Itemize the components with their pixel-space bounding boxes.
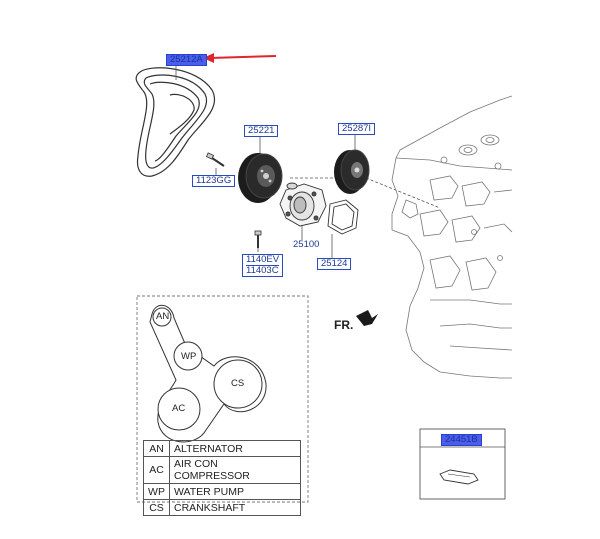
front-direction-label: FR. bbox=[334, 318, 354, 332]
legend-code: WP bbox=[143, 483, 170, 500]
legend-code: CS bbox=[143, 499, 170, 516]
callout-belt[interactable]: 25212A bbox=[166, 54, 207, 66]
callout-bolt-b[interactable]: 1140EV 11403C bbox=[242, 254, 284, 277]
front-direction-arrow bbox=[356, 310, 378, 326]
engine-block bbox=[391, 95, 513, 379]
callout-tensioner[interactable]: 25287I bbox=[338, 123, 376, 135]
legend-row: AC AIR CON COMPRESSOR bbox=[143, 456, 301, 484]
pulley-legend-table: AN ALTERNATOR AC AIR CON COMPRESSOR WP W… bbox=[143, 440, 301, 516]
bolt-1140ev bbox=[254, 230, 262, 248]
callout-idler-pulley[interactable]: 25221 bbox=[244, 125, 279, 137]
water-pump-gasket bbox=[327, 199, 359, 235]
pulley-label-wp: WP bbox=[181, 351, 197, 362]
pulley-label-ac: AC bbox=[172, 403, 186, 414]
legend-description: ALTERNATOR bbox=[169, 440, 301, 457]
pulley-label-an: AN bbox=[156, 311, 170, 322]
drive-belt bbox=[135, 67, 215, 177]
tensioner-pulley bbox=[334, 149, 370, 194]
legend-row: CS CRANKSHAFT bbox=[143, 499, 301, 516]
pulley-wp bbox=[173, 341, 203, 371]
water-pump bbox=[279, 182, 327, 227]
callout-gasket[interactable]: 25124 bbox=[317, 258, 352, 270]
legend-description: AIR CON COMPRESSOR bbox=[169, 456, 301, 484]
belt-routing-box bbox=[136, 295, 309, 503]
callout-bolt-a[interactable]: 1123GG bbox=[192, 175, 236, 187]
legend-row: WP WATER PUMP bbox=[143, 483, 301, 500]
pulley-label-cs: CS bbox=[231, 378, 245, 389]
legend-code: AN bbox=[143, 440, 170, 457]
legend-description: CRANKSHAFT bbox=[169, 499, 301, 516]
callout-bolt-b-2[interactable]: 11403C bbox=[246, 265, 279, 276]
callout-water-pump[interactable]: 25100 bbox=[293, 239, 320, 250]
callout-label-part[interactable]: 24451B bbox=[441, 434, 482, 446]
pulley-cs bbox=[213, 359, 263, 409]
pulley-an bbox=[152, 307, 172, 327]
callout-bolt-b-1[interactable]: 1140EV bbox=[246, 254, 280, 266]
bolt-1123gg bbox=[205, 152, 225, 167]
pulley-ac bbox=[157, 387, 201, 431]
label-part-box bbox=[419, 428, 506, 500]
leader-lines bbox=[175, 66, 441, 258]
legend-row: AN ALTERNATOR bbox=[143, 440, 301, 457]
idler-pulley bbox=[238, 153, 283, 203]
legend-code: AC bbox=[143, 456, 170, 484]
highlight-arrow bbox=[203, 53, 277, 63]
legend-description: WATER PUMP bbox=[169, 483, 301, 500]
